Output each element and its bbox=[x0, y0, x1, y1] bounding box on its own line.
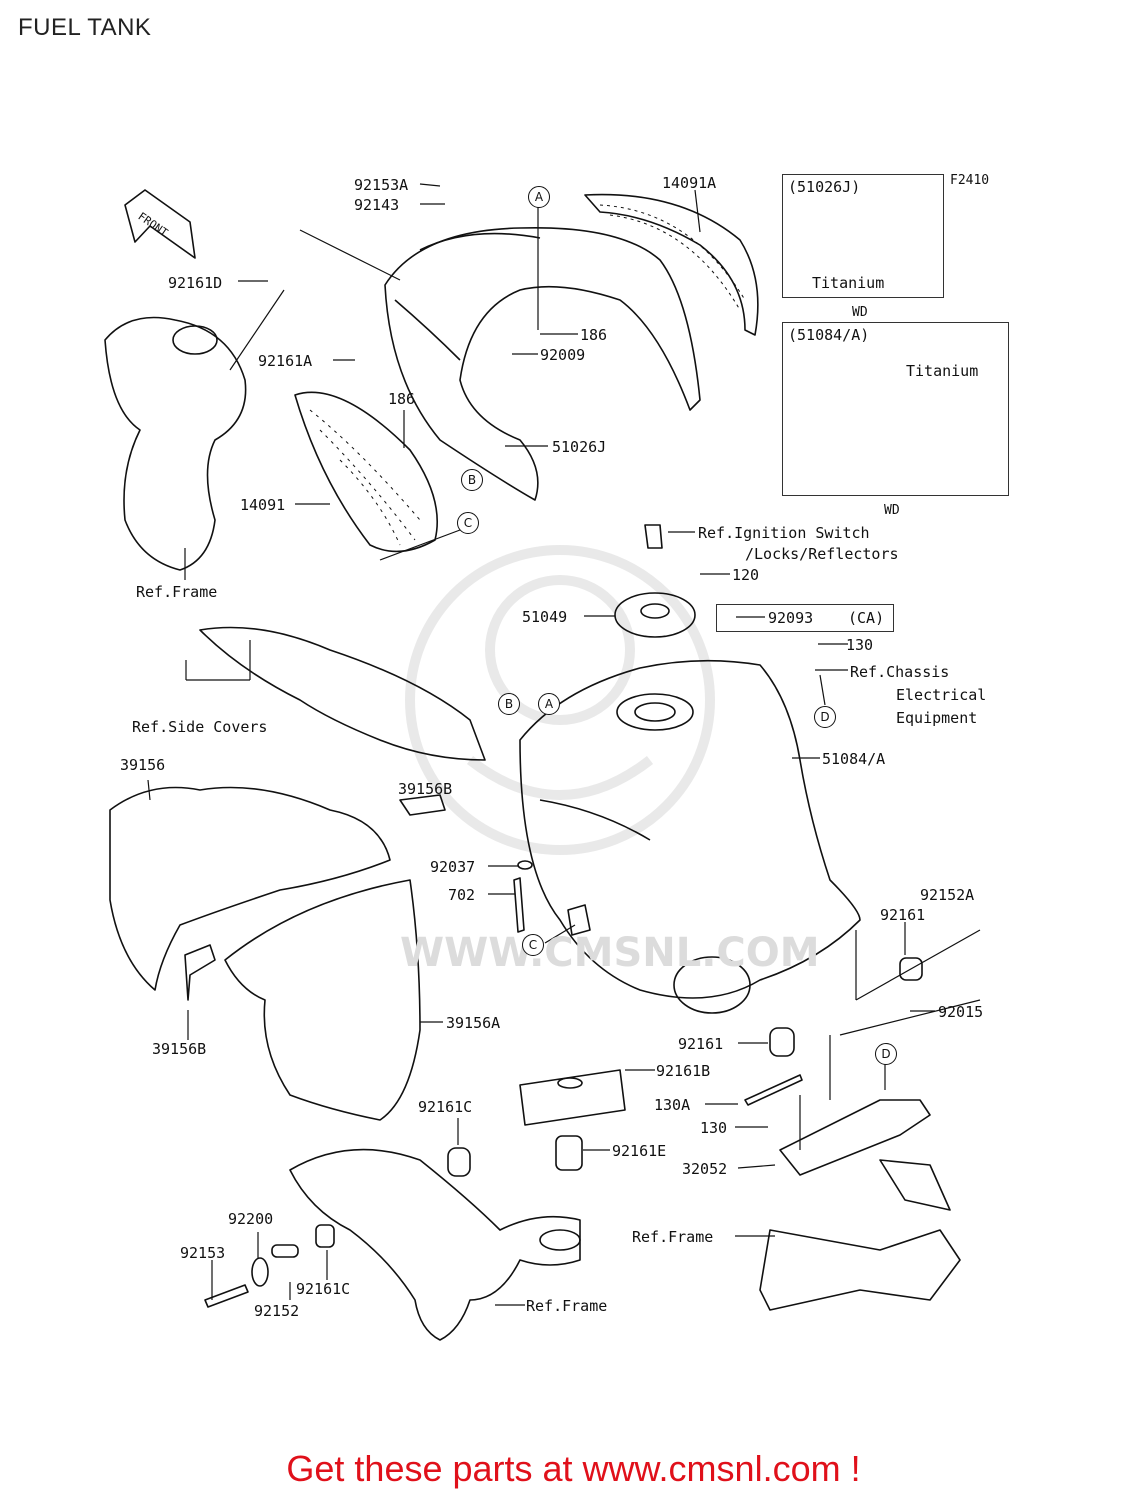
label-ref-frame-1: Ref.Frame bbox=[136, 583, 218, 601]
label-92161-a: 92161 bbox=[880, 906, 926, 924]
label-92153a: 92153A bbox=[354, 176, 409, 194]
frame-right bbox=[759, 1229, 961, 1311]
label-14091: 14091 bbox=[240, 496, 286, 514]
label-92161d: 92161D bbox=[168, 274, 223, 292]
label-ref-ignition-2: /Locks/Reflectors bbox=[745, 545, 899, 563]
label-120: 120 bbox=[732, 566, 760, 584]
label-ref-side-covers: Ref.Side Covers bbox=[132, 718, 268, 736]
label-51049: 51049 bbox=[522, 608, 568, 626]
label-92153: 92153 bbox=[180, 1244, 226, 1262]
label-92161b: 92161B bbox=[656, 1062, 711, 1080]
ref-circle-c: C bbox=[522, 934, 544, 956]
parts-diagram bbox=[104, 183, 981, 1341]
label-14091a: 14091A bbox=[662, 174, 717, 192]
cover-51026j bbox=[384, 226, 701, 501]
label-92037: 92037 bbox=[430, 858, 476, 876]
ref-circle-a: A bbox=[538, 693, 560, 715]
label-ref-frame-2: Ref.Frame bbox=[632, 1228, 714, 1246]
fuel-cap bbox=[614, 592, 696, 638]
mesh-14091a bbox=[584, 193, 759, 336]
label-51084a: 51084/A bbox=[822, 750, 886, 768]
label-ref-frame-3: Ref.Frame bbox=[526, 1297, 608, 1315]
label-130a-b: 130A bbox=[654, 1096, 691, 1114]
inset-top-note: Titanium bbox=[812, 274, 885, 292]
ref-circle-d: D bbox=[814, 706, 836, 728]
mesh-14091 bbox=[294, 391, 438, 553]
heat-shield-39156 bbox=[109, 786, 391, 991]
inset-top-model: WD bbox=[852, 305, 868, 320]
label-92093: 92093 bbox=[768, 609, 814, 627]
label-ref-chassis-3: Equipment bbox=[896, 709, 978, 727]
ref-circle-d: D bbox=[875, 1043, 897, 1065]
ref-circle-c: C bbox=[457, 512, 479, 534]
label-92161a: 92161A bbox=[258, 352, 313, 370]
inset-mid-part: (51084/A) bbox=[788, 326, 870, 344]
label-ca: (CA) bbox=[848, 609, 885, 627]
label-39156: 39156 bbox=[120, 756, 166, 774]
label-92161c-1: 92161C bbox=[418, 1098, 473, 1116]
bracket-32052 bbox=[779, 1099, 931, 1176]
ref-circle-b: B bbox=[461, 469, 483, 491]
inset-mid-note: Titanium bbox=[906, 362, 979, 380]
inset-top-part: (51026J) bbox=[788, 178, 861, 196]
ref-circle-b: B bbox=[498, 693, 520, 715]
label-92015: 92015 bbox=[938, 1003, 984, 1021]
heat-shield-39156a bbox=[224, 879, 421, 1121]
side-cover bbox=[199, 626, 486, 761]
frame-left bbox=[104, 316, 247, 571]
label-ref-chassis-1: Ref.Chassis bbox=[850, 663, 950, 681]
watermark-text: WWW.CMSNL.COM bbox=[400, 930, 820, 976]
label-32052: 32052 bbox=[682, 1160, 728, 1178]
label-39156b-1: 39156B bbox=[398, 780, 453, 798]
label-39156a: 39156A bbox=[446, 1014, 501, 1032]
label-92200: 92200 bbox=[228, 1210, 274, 1228]
inset-51026j bbox=[782, 174, 944, 298]
label-186b: 186 bbox=[388, 390, 416, 408]
label-92161-b: 92161 bbox=[678, 1035, 724, 1053]
ref-circle-a: A bbox=[528, 186, 550, 208]
front-arrow-icon bbox=[124, 189, 196, 259]
footer-link[interactable]: Get these parts at www.cmsnl.com ! bbox=[286, 1448, 861, 1489]
label-92161c-2: 92161C bbox=[296, 1280, 351, 1298]
fuel-tank bbox=[519, 659, 861, 999]
inset-mid-model: WD bbox=[884, 503, 900, 518]
label-92009: 92009 bbox=[540, 346, 586, 364]
label-186a: 186 bbox=[580, 326, 608, 344]
label-92152a: 92152A bbox=[920, 886, 975, 904]
inset-51084a bbox=[782, 322, 1009, 496]
label-92143: 92143 bbox=[354, 196, 400, 214]
label-92161e: 92161E bbox=[612, 1142, 667, 1160]
label-ref-ignition-1: Ref.Ignition Switch bbox=[698, 524, 870, 542]
label-39156b-2: 39156B bbox=[152, 1040, 207, 1058]
label-130b: 130 bbox=[700, 1119, 728, 1137]
frame-bottom bbox=[289, 1148, 581, 1341]
box-92093 bbox=[716, 604, 894, 632]
label-130a: 130 bbox=[846, 636, 874, 654]
label-702: 702 bbox=[448, 886, 476, 904]
label-51026j: 51026J bbox=[552, 438, 607, 456]
figure-code: F2410 bbox=[950, 173, 990, 188]
label-92152: 92152 bbox=[254, 1302, 300, 1320]
page-title: FUEL TANK bbox=[18, 14, 152, 41]
watermark-logo bbox=[405, 545, 715, 855]
label-ref-chassis-2: Electrical bbox=[896, 686, 987, 704]
